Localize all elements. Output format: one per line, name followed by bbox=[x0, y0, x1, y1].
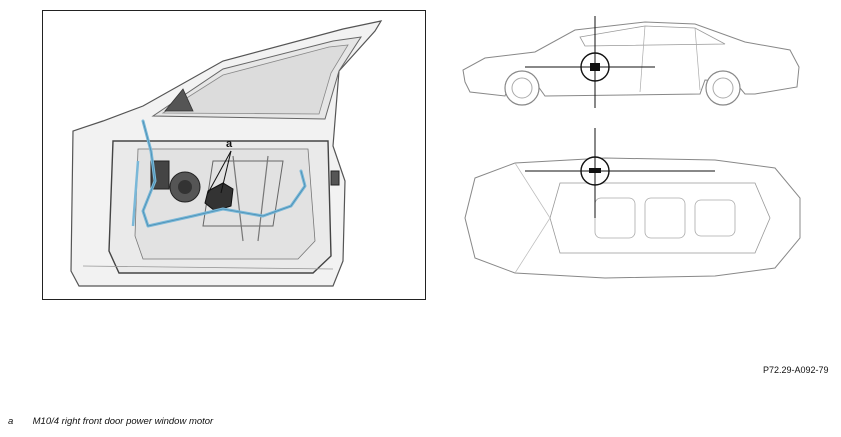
vehicle-side-view bbox=[462, 16, 800, 108]
door-illustration-panel bbox=[42, 10, 426, 300]
figure-reference-code: P72.29-A092-79 bbox=[763, 365, 829, 375]
legend-text: M10/4 right front door power window moto… bbox=[32, 416, 214, 427]
door-drawing bbox=[70, 20, 383, 287]
legend-key: a bbox=[8, 416, 14, 427]
callout-a-label: a bbox=[226, 138, 233, 150]
legend-item: a M10/4 right front door power window mo… bbox=[8, 416, 213, 427]
vehicle-top-view bbox=[464, 128, 801, 279]
